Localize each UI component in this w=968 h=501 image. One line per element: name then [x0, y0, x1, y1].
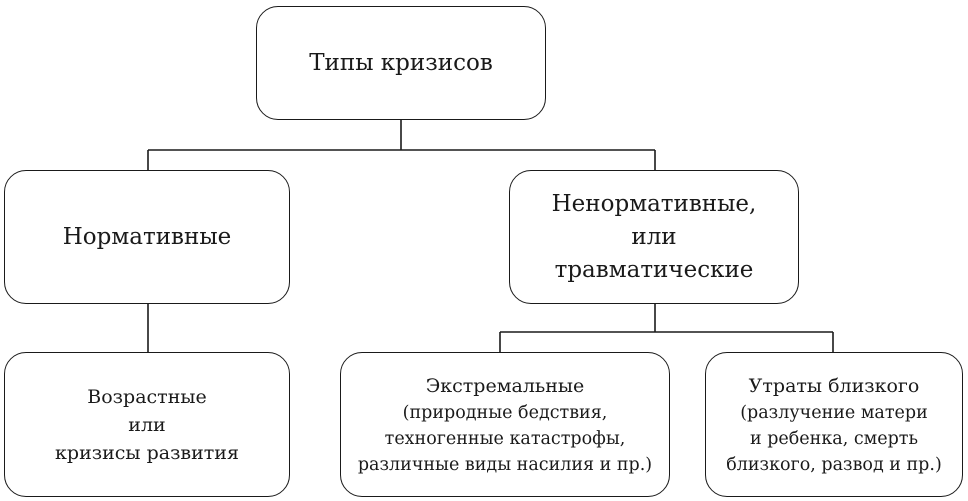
- traumatic-label-line-1: Ненормативные,: [551, 190, 757, 217]
- loss-label-line-2: (разлучение матери: [740, 402, 928, 423]
- traumatic-label-line-3: травматические: [554, 256, 754, 283]
- root-node-crisis-types: Типы кризисов: [256, 6, 546, 120]
- extreme-label-line-2: (природные бедствия,: [402, 402, 608, 423]
- loss-label-title: Утраты близкого: [748, 374, 920, 397]
- normative-label: Нормативные: [62, 223, 232, 250]
- age-label-line-3: кризисы развития: [55, 441, 239, 464]
- node-traumatic: Ненормативные, или травматические: [509, 170, 799, 304]
- root-node-label: Типы кризисов: [309, 49, 493, 76]
- age-label-line-1: Возрастные: [87, 385, 207, 408]
- loss-label-line-3: и ребенка, смерть: [749, 428, 919, 449]
- loss-label-line-4: близкого, развод и пр.): [726, 454, 942, 475]
- node-age-crises: Возрастные или кризисы развития: [4, 352, 290, 497]
- node-normative: Нормативные: [4, 170, 290, 304]
- node-loss-of-loved-one: Утраты близкого (разлучение матери и реб…: [705, 352, 963, 497]
- extreme-label-line-3: техногенные катастрофы,: [384, 428, 626, 449]
- traumatic-label-line-2: или: [631, 223, 677, 250]
- extreme-label-line-4: различные виды насилия и пр.): [357, 454, 653, 475]
- extreme-label-title: Экстремальные: [425, 374, 585, 397]
- node-extreme: Экстремальные (природные бедствия, техно…: [340, 352, 670, 497]
- age-label-line-2: или: [128, 413, 166, 436]
